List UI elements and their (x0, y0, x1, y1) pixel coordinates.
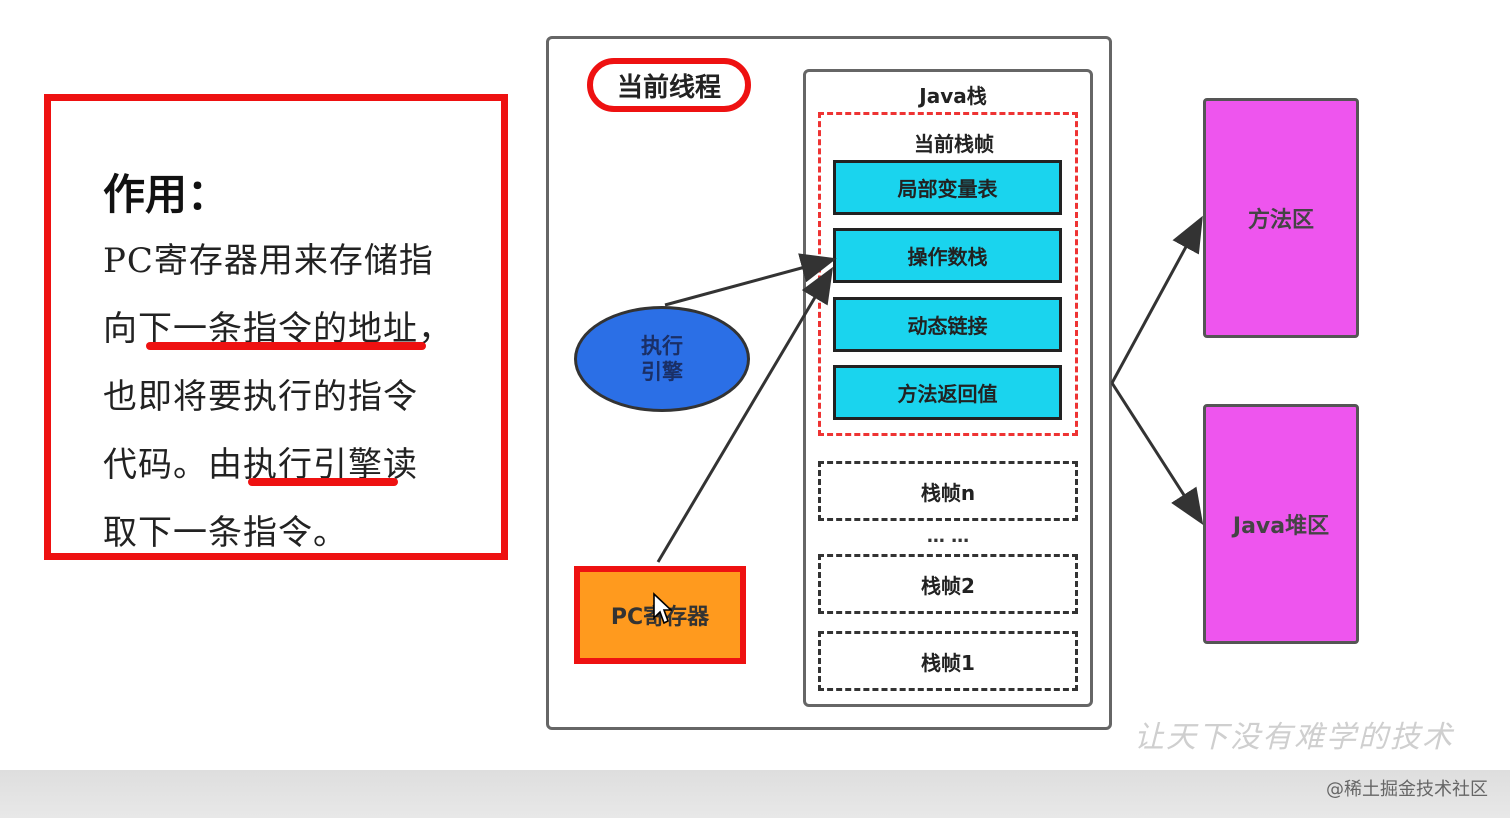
explanation-title: 作用： (103, 170, 230, 219)
underline-address (146, 342, 426, 350)
underline-engine (248, 478, 398, 486)
stack-frame-2: 栈帧2 (818, 554, 1078, 614)
java-stack-box (803, 69, 1093, 707)
current-frame-title: 当前栈帧 (914, 132, 994, 156)
execution-engine-label-1: 执行 (641, 334, 683, 358)
explanation-line-3: 也即将要执行的指令 (103, 377, 418, 417)
execution-engine: 执行 引擎 (574, 306, 750, 412)
java-heap: Java堆区 (1203, 404, 1359, 644)
bottom-bar (0, 770, 1510, 818)
arrow-engine-to-operand-stack (664, 253, 837, 307)
explanation-line-5: 取下一条指令。 (103, 513, 348, 553)
stack-frame-ellipsis: … … (926, 526, 970, 547)
mouse-cursor-icon (653, 592, 672, 625)
operand-stack: 操作数栈 (833, 228, 1062, 283)
dynamic-linking: 动态链接 (833, 297, 1062, 352)
stack-frame-n: 栈帧n (818, 461, 1078, 521)
watermark-text: 让天下没有难学的技术 (1134, 720, 1454, 755)
execution-engine-label-2: 引擎 (641, 360, 683, 384)
arrow-pc-to-operand-stack (656, 266, 834, 563)
stack-frame-1: 栈帧1 (818, 631, 1078, 691)
java-stack-title: Java栈 (919, 84, 987, 108)
explanation-line-1: PC寄存器用来存储指 (103, 241, 434, 281)
return-address: 方法返回值 (833, 365, 1062, 420)
connector-arrows (656, 215, 1204, 563)
method-area: 方法区 (1203, 98, 1359, 338)
credit-label: @稀土掘金技术社区 (1326, 779, 1488, 800)
local-variable-table: 局部变量表 (833, 160, 1062, 215)
current-thread-label: 当前线程 (587, 58, 751, 112)
arrow-to-method-area (1110, 215, 1203, 384)
pc-register: PC寄存器 (574, 566, 746, 664)
arrow-to-java-heap (1110, 382, 1204, 526)
slide-canvas: 作用： PC寄存器用来存储指 向下一条指令的地址， 也即将要执行的指令 代码。由… (44, 36, 1454, 755)
